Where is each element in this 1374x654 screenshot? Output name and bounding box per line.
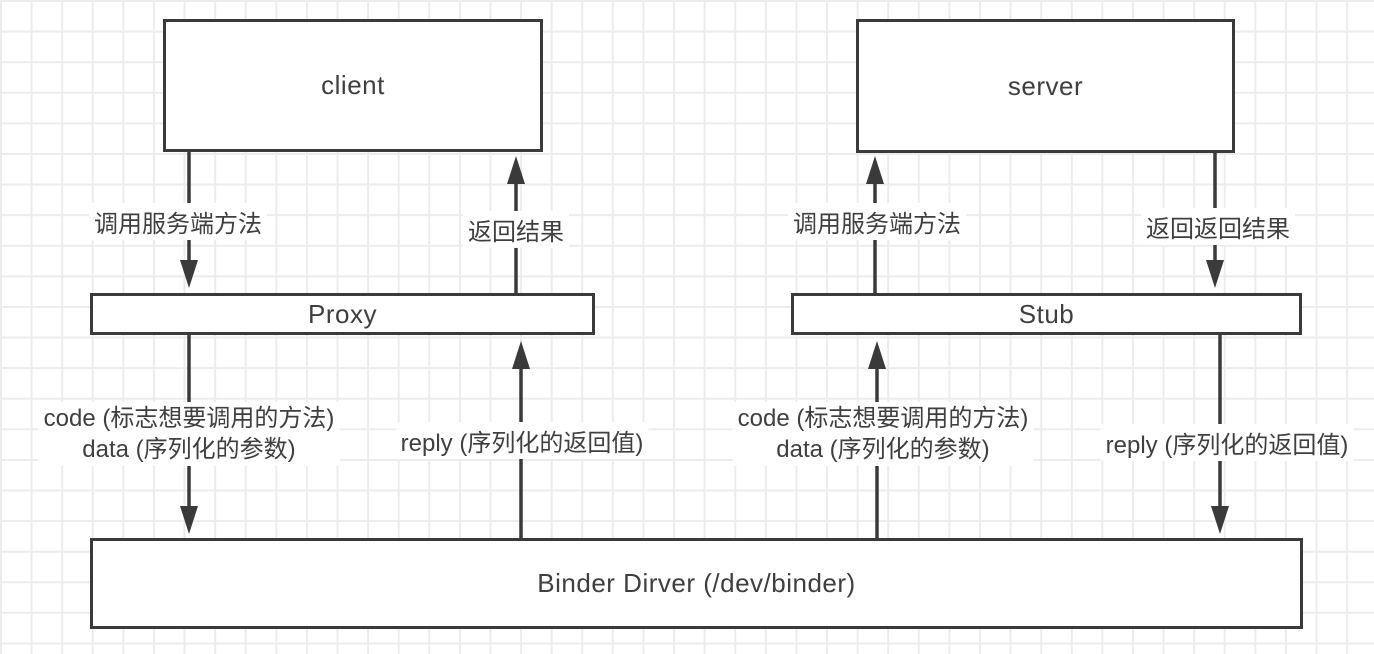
binder-driver-box: Binder Dirver (/dev/binder) — [90, 538, 1303, 629]
label-right-return-result: 返回返回结果 — [1141, 208, 1295, 245]
stub-box-label: Stub — [1018, 298, 1075, 329]
label-right-reply: reply (序列化的返回值) — [1100, 424, 1354, 461]
server-box: server — [856, 19, 1235, 153]
stub-box: Stub — [791, 293, 1302, 335]
proxy-box-label: Proxy — [308, 298, 377, 329]
label-left-code-line2: data (序列化的参数) — [82, 436, 296, 463]
label-right-code-line2: data (序列化的参数) — [776, 436, 990, 463]
client-box-label: client — [321, 70, 385, 100]
binder-driver-box-label: Binder Dirver (/dev/binder) — [537, 568, 856, 598]
label-right-code-line1: code (标志想要调用的方法) — [737, 405, 1029, 432]
label-left-code-data: code (标志想要调用的方法) data (序列化的参数) — [38, 402, 340, 466]
proxy-box: Proxy — [90, 293, 595, 335]
label-left-call-method: 调用服务端方法 — [89, 203, 267, 240]
label-left-reply: reply (序列化的返回值) — [395, 422, 649, 459]
client-box: client — [163, 19, 543, 152]
label-left-return-result: 返回结果 — [463, 211, 569, 248]
label-left-code-line1: code (标志想要调用的方法) — [43, 405, 335, 432]
server-box-label: server — [1007, 70, 1084, 101]
label-right-code-data: code (标志想要调用的方法) data (序列化的参数) — [732, 402, 1034, 466]
label-right-call-method: 调用服务端方法 — [788, 203, 966, 240]
